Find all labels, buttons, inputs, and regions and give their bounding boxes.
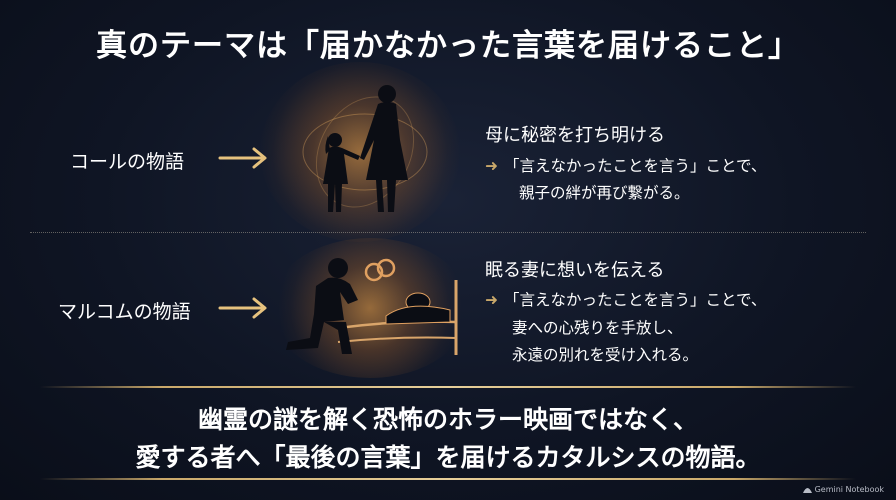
watermark: Gemini Notebook <box>802 485 884 494</box>
gold-divider <box>40 478 856 480</box>
slide-title: 真のテーマは「届かなかった言葉を届けること」 <box>96 28 800 64</box>
story-line-text: 「言えなかったことを言う」ことで、 <box>504 291 767 309</box>
story-label-cole: コールの物語 <box>70 151 185 173</box>
mother-child-silhouette-icon <box>302 85 428 212</box>
story-line: ➜ 「言えなかったことを言う」ことで、 <box>485 288 766 310</box>
story-line: 妻への心残りを手放し、 <box>512 319 683 337</box>
conclusion-line-2: 愛する者へ「最後の言葉」を届けるカタルシスの物語。 <box>135 443 761 472</box>
story-label-malcolm: マルコムの物語 <box>58 301 191 323</box>
kneeling-man-bed-rings-icon <box>286 258 458 355</box>
story-line: 永遠の別れを受け入れる。 <box>512 346 699 364</box>
story-line: ➜ 「言えなかったことを言う」ことで、 <box>485 154 766 176</box>
conclusion-line-1: 幽霊の謎を解く恐怖のホラー映画ではなく、 <box>197 405 698 434</box>
story-line-text: 「言えなかったことを言う」ことで、 <box>504 157 767 175</box>
gold-divider <box>40 386 856 388</box>
arrow-right-icon: ➜ <box>485 157 498 175</box>
section-divider <box>30 232 866 233</box>
story-line: 親子の絆が再び繋がる。 <box>519 184 690 202</box>
arrow-right-icon: ➜ <box>485 291 498 309</box>
arrow-right-icon <box>218 297 267 319</box>
watermark-text: Gemini Notebook <box>814 485 884 494</box>
illustration-glow <box>260 62 460 242</box>
notebook-logo-icon <box>802 488 812 493</box>
story-heading-cole: 母に秘密を打ち明ける <box>485 125 665 146</box>
story-heading-malcolm: 眠る妻に想いを伝える <box>485 260 665 281</box>
